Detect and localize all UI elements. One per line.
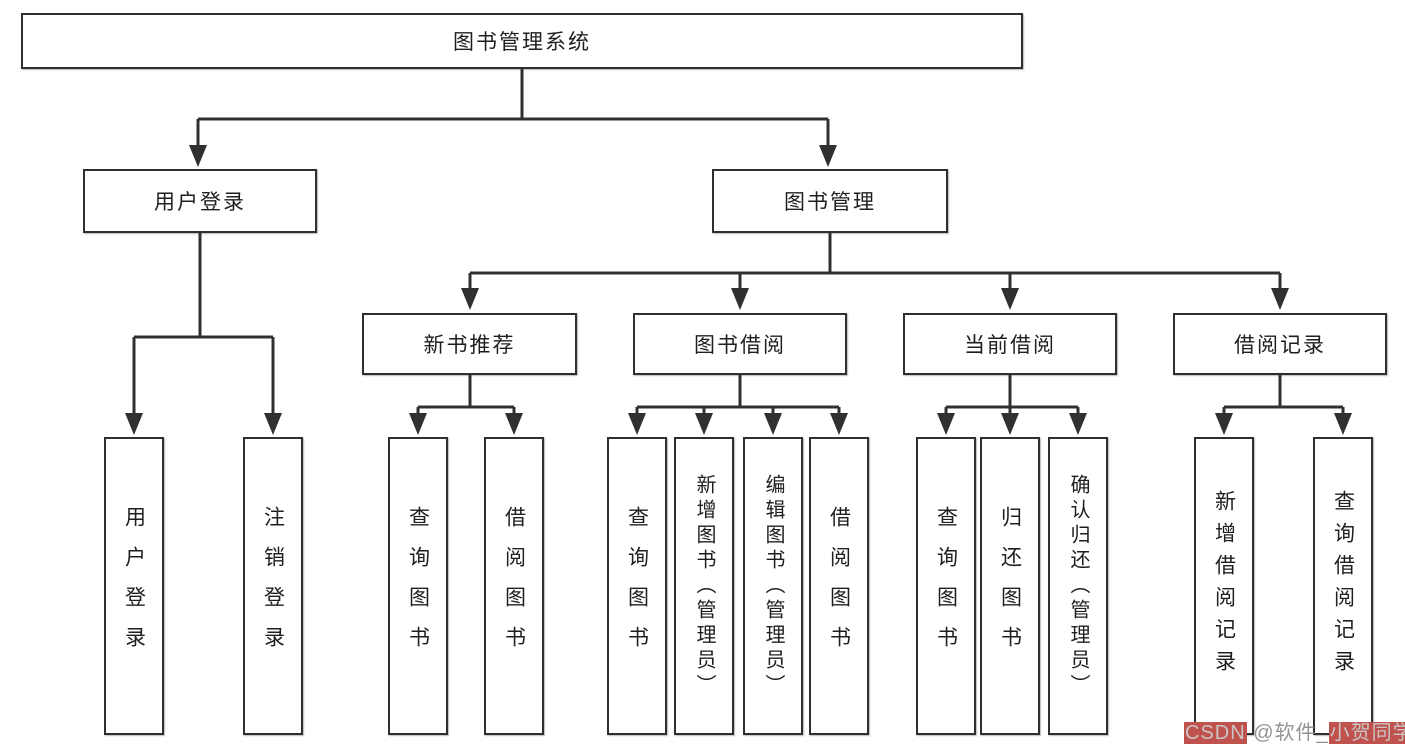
node-user-login: 用户登录: [83, 169, 317, 233]
leaf-query-borrow-record: 查询借阅记录: [1313, 437, 1373, 735]
leaf-add-books-admin: 新增图书（管理员）: [674, 437, 734, 735]
leaf-borrow-books-label: 借阅图书: [827, 506, 851, 666]
leaf-logout-label: 注销登录: [261, 506, 285, 666]
node-current-borrow-label: 当前借阅: [964, 334, 1056, 357]
node-current-borrow: 当前借阅: [903, 313, 1117, 375]
leaf-edit-books-admin: 编辑图书（管理员）: [743, 437, 803, 735]
leaf-logout: 注销登录: [243, 437, 303, 735]
leaf-user-login-label: 用户登录: [122, 506, 146, 666]
leaf-user-login: 用户登录: [104, 437, 164, 735]
leaf-query-borrow-record-label: 查询借阅记录: [1331, 490, 1355, 682]
leaf-query-books-current: 查询图书: [916, 437, 976, 735]
leaf-query-books-recommend-label: 查询图书: [406, 506, 430, 666]
leaf-confirm-return-admin: 确认归还（管理员）: [1048, 437, 1108, 735]
leaf-return-books-label: 归还图书: [998, 506, 1022, 666]
leaf-add-borrow-record-label: 新增借阅记录: [1212, 490, 1236, 682]
leaf-add-borrow-record: 新增借阅记录: [1194, 437, 1254, 735]
leaf-borrow-books-recommend-label: 借阅图书: [502, 506, 526, 666]
watermark-brand: CSDN: [1184, 722, 1247, 744]
leaf-edit-books-admin-label: 编辑图书（管理员）: [762, 473, 784, 699]
root-node-label: 图书管理系统: [453, 31, 591, 54]
node-borrow-records: 借阅记录: [1173, 313, 1387, 375]
watermark: CSDN @软件_小贺同学: [1184, 716, 1405, 745]
leaf-query-books-borrow: 查询图书: [607, 437, 667, 735]
node-user-login-label: 用户登录: [154, 191, 246, 214]
leaf-query-books-recommend: 查询图书: [388, 437, 448, 735]
root-node-library-system: 图书管理系统: [21, 13, 1023, 69]
node-new-book-recommend-label: 新书推荐: [423, 334, 516, 357]
leaf-query-books-current-label: 查询图书: [934, 506, 958, 666]
leaf-confirm-return-admin-label: 确认归还（管理员）: [1067, 473, 1089, 699]
node-book-borrow: 图书借阅: [633, 313, 847, 375]
leaf-query-books-borrow-label: 查询图书: [625, 506, 649, 666]
node-book-management-label: 图书管理: [784, 191, 876, 214]
leaf-borrow-books: 借阅图书: [809, 437, 869, 735]
watermark-middle: @软件_: [1246, 722, 1329, 744]
leaf-return-books: 归还图书: [980, 437, 1040, 735]
leaf-add-books-admin-label: 新增图书（管理员）: [693, 473, 715, 699]
node-book-borrow-label: 图书借阅: [694, 334, 786, 357]
node-new-book-recommend: 新书推荐: [362, 313, 577, 375]
arrowheads: [125, 145, 1352, 435]
node-book-management: 图书管理: [712, 169, 948, 233]
leaf-borrow-books-recommend: 借阅图书: [484, 437, 544, 735]
watermark-name: 小贺同学: [1328, 722, 1405, 744]
node-borrow-records-label: 借阅记录: [1234, 334, 1326, 357]
